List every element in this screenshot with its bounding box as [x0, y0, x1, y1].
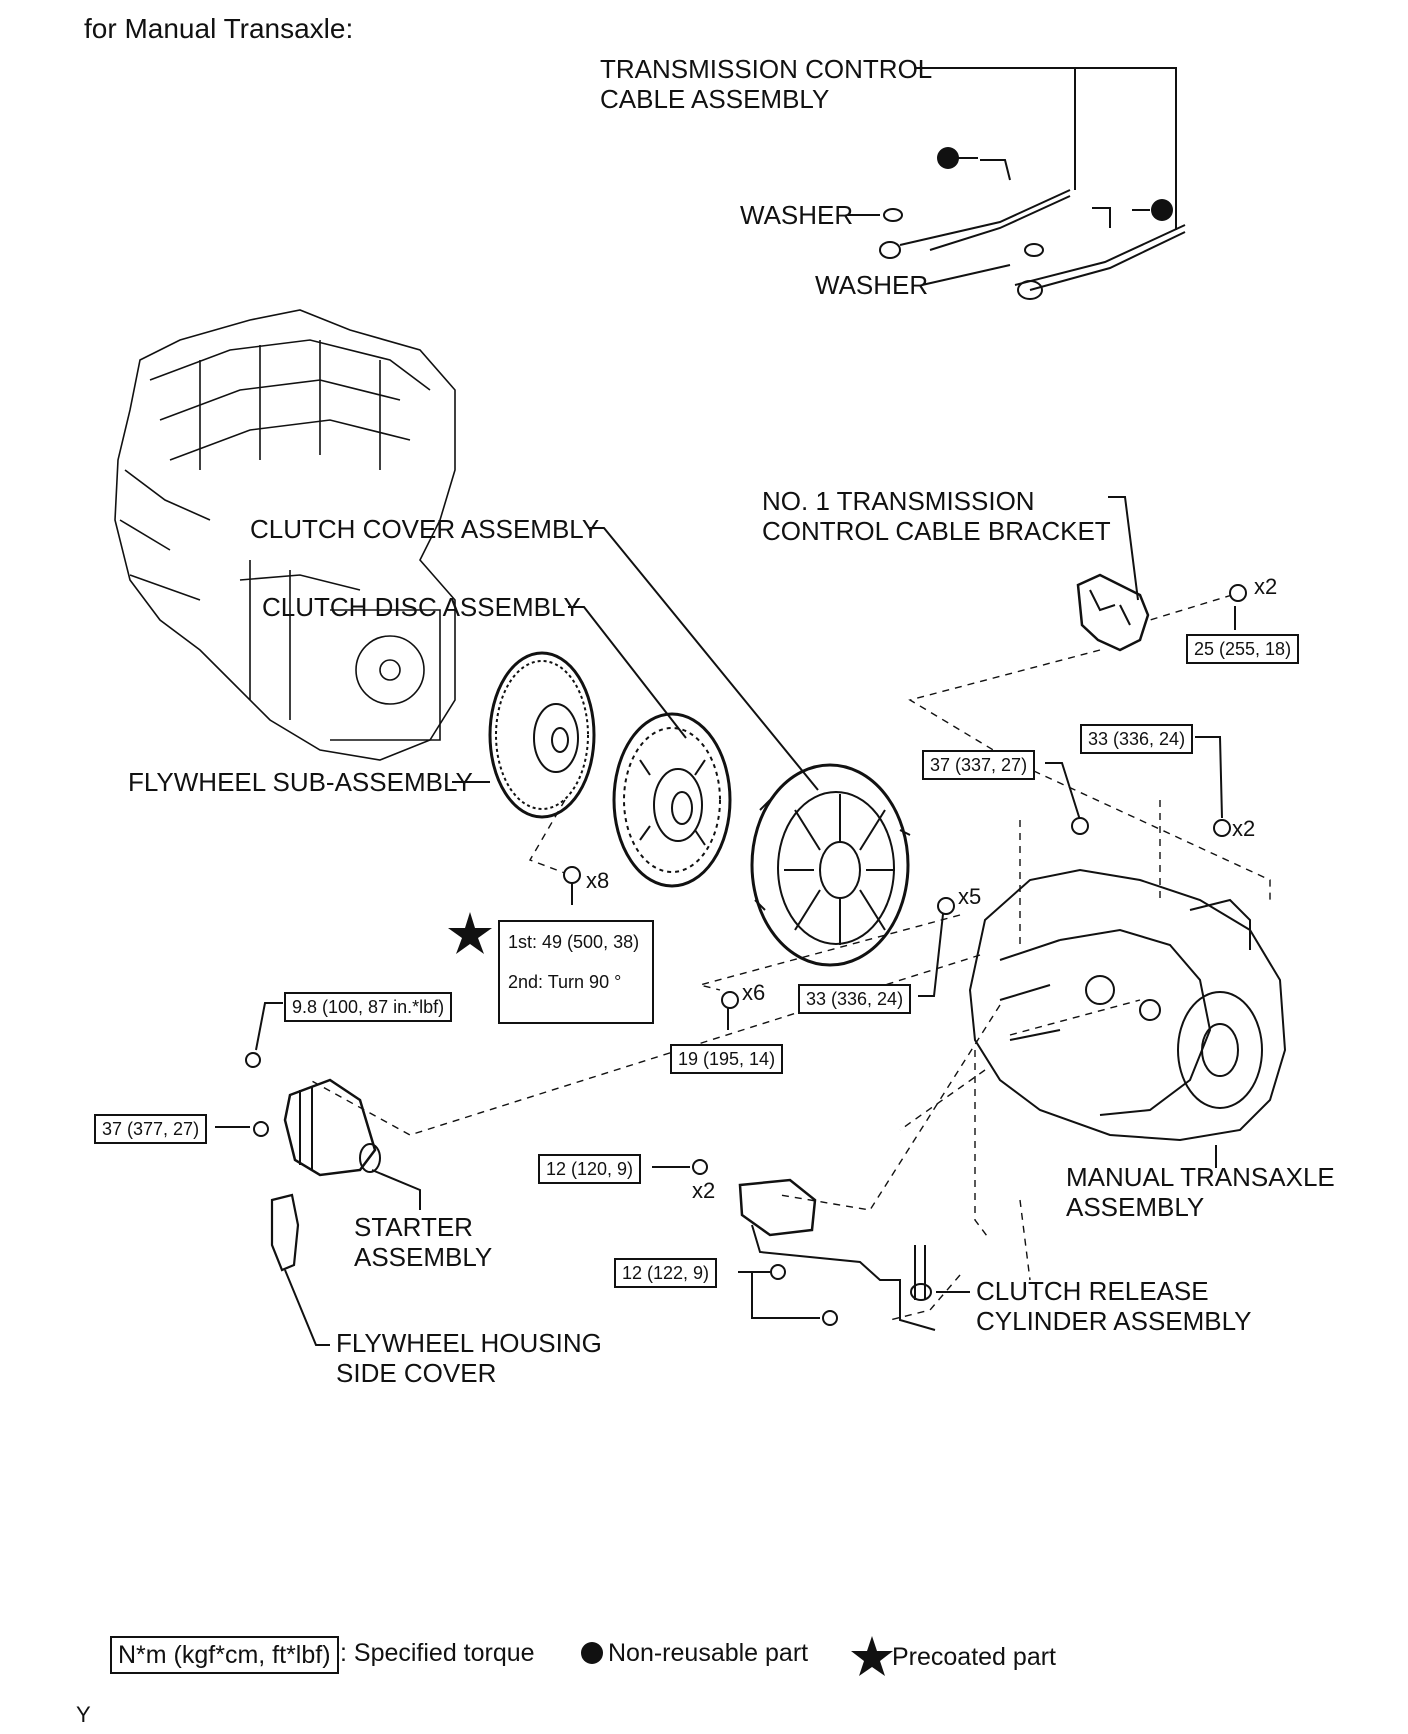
label-no1-bracket-line2: CONTROL CABLE BRACKET [762, 516, 1111, 546]
flywheel-drawing [488, 651, 596, 819]
spec-second: 2nd: Turn 90 ° [508, 972, 622, 992]
legend-non-reusable: Non-reusable part [608, 1639, 809, 1667]
leader-bracket [1108, 496, 1139, 601]
label-clutch-release-line2: CYLINDER ASSEMBLY [976, 1306, 1252, 1336]
label-flywheel-housing-line1: FLYWHEEL HOUSING [336, 1328, 602, 1358]
label-no1-bracket-line1: NO. 1 TRANSMISSION [762, 486, 1035, 516]
legend-torque-box: N*m (kgf*cm, ft*lbf) [110, 1636, 339, 1674]
legend-precoated: Precoated part [892, 1643, 1056, 1671]
non-reusable-legend-icon [581, 1642, 603, 1664]
manual-transaxle-drawing [968, 868, 1287, 1142]
leader-starter [371, 1169, 421, 1210]
clutch-release-drawing [738, 1178, 936, 1331]
torque-starter-bolt: 37 (377, 27) [94, 1114, 208, 1144]
qty-clutch-cover-bolts: x6 [742, 980, 766, 1005]
dashed-guides [309, 594, 1271, 1321]
spec-first: 1st: 49 (500, 38) [508, 932, 640, 952]
label-starter-line1: STARTER [354, 1212, 473, 1242]
clutch-cover-drawing [750, 763, 911, 967]
torque-starter-nut: 9.8 (100, 87 in.*lbf) [284, 992, 453, 1022]
clutch-disc-drawing [612, 712, 732, 888]
precoated-legend-icon [851, 1636, 893, 1676]
label-clutch-disc: CLUTCH DISC ASSEMBLY [262, 592, 581, 622]
engine-block-outline [114, 309, 456, 761]
leader-washer-b [921, 264, 1011, 286]
torque-clutch-cover-bolts: 19 (195, 14) [670, 1044, 784, 1074]
bolts [245, 584, 1247, 1326]
leader-cable [914, 67, 1177, 230]
bracket-drawing [1076, 573, 1150, 652]
label-manual-transaxle-line2: ASSEMBLY [1066, 1192, 1205, 1222]
qty-release-bolts: x2 [692, 1178, 716, 1203]
label-clutch-release-line1: CLUTCH RELEASE [976, 1276, 1209, 1306]
torque-release-line: 12 (122, 9) [614, 1258, 718, 1288]
flywheel-bolt-spec: 1st: 49 (500, 38) 2nd: Turn 90 ° [498, 920, 654, 1024]
torque-release-cylinder: 12 (120, 9) [538, 1154, 642, 1184]
leader-side-cover [284, 1269, 330, 1346]
qty-flywheel-bolts: x8 [586, 868, 610, 893]
label-washer-b: WASHER [815, 270, 929, 300]
label-clutch-cover: CLUTCH COVER ASSEMBLY [250, 514, 600, 544]
label-flywheel: FLYWHEEL SUB-ASSEMBLY [128, 767, 473, 797]
label-transmission-control-cable-line2: CABLE ASSEMBLY [600, 84, 830, 114]
label-transmission-control-cable-line1: TRANSMISSION CONTROL [600, 54, 933, 84]
leader-torque-transaxle-upper [1195, 736, 1223, 819]
side-cover-drawing [270, 1193, 300, 1272]
torque-bracket: 25 (255, 18) [1186, 634, 1300, 664]
torque-cover-bolts: 33 (336, 24) [798, 984, 912, 1014]
torque-transaxle-left: 37 (337, 27) [922, 750, 1036, 780]
precoated-star-icon [448, 912, 492, 954]
leader-clutch-cover [588, 527, 819, 791]
cable-drawing [879, 159, 1186, 300]
leader-torque-cover [918, 904, 945, 997]
corner-mark: Y [76, 1702, 91, 1727]
leader-torque-release-line [738, 1271, 820, 1319]
starter-drawing [283, 1078, 381, 1177]
page-title: for Manual Transaxle: [84, 13, 354, 44]
label-washer-a: WASHER [740, 200, 854, 230]
qty-transaxle-bolts: x2 [1232, 816, 1256, 841]
leader-torque-starter-nut [255, 1002, 283, 1051]
legend-torque-text: : Specified torque [340, 1639, 535, 1667]
qty-cover-bolts: x5 [958, 884, 982, 909]
label-starter-line2: ASSEMBLY [354, 1242, 493, 1272]
leader-torque-transaxle-left [1045, 762, 1081, 821]
torque-transaxle-upper: 33 (336, 24) [1080, 724, 1194, 754]
label-manual-transaxle-line1: MANUAL TRANSAXLE [1066, 1162, 1335, 1192]
label-flywheel-housing-line2: SIDE COVER [336, 1358, 497, 1388]
qty-bracket-bolts: x2 [1254, 574, 1278, 599]
leader-clutch-disc [568, 606, 687, 739]
